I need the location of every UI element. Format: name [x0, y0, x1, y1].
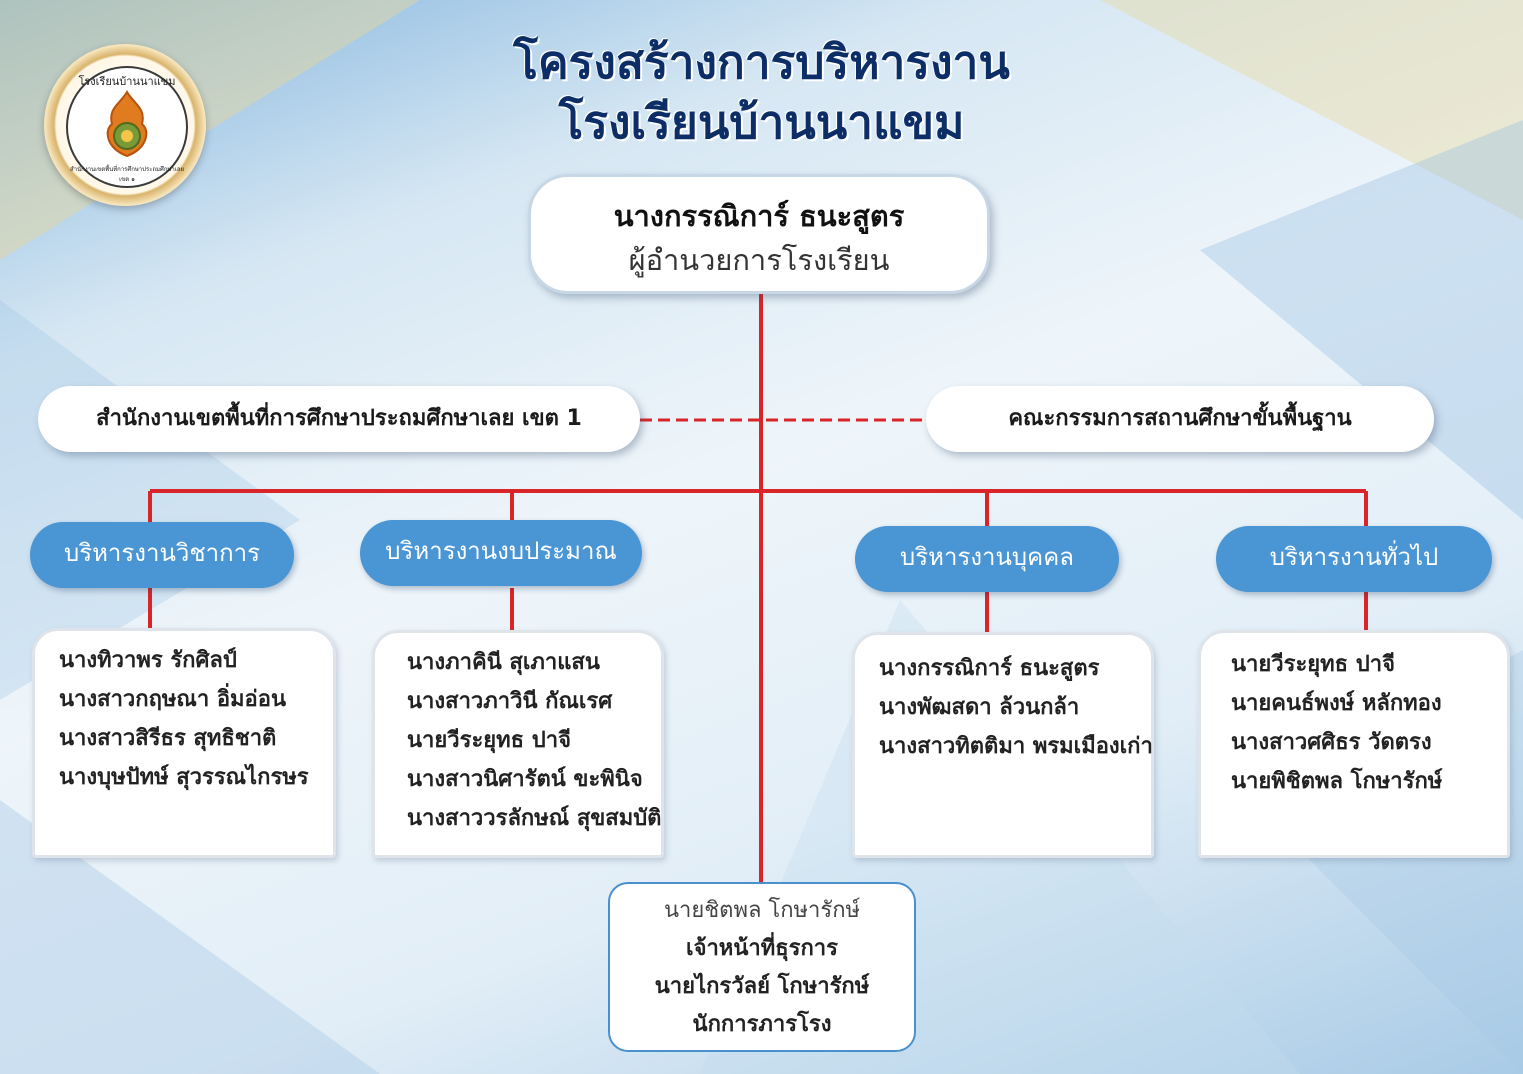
staff-name-1: นายชิตพล โกษารักษ์ — [663, 898, 861, 923]
list-item: นางทิวาพร รักศิลป์ — [59, 648, 237, 673]
dept-personnel: บริหารงานบุคคล — [855, 526, 1119, 592]
page-title-line1: โครงสร้างการบริหารงาน — [513, 35, 1010, 89]
director-name: นางกรรณิการ์ ธนะสูตร — [613, 199, 905, 233]
list-item: นางสาวนิศารัตน์ ขะพินิจ — [407, 767, 643, 792]
staff-name-2: นายไกรวัลย์ โกษารักษ์ — [654, 974, 870, 999]
dept-budget: บริหารงานงบประมาณ — [360, 520, 642, 586]
list-item: นางสาวศศิธร วัดตรง — [1231, 730, 1432, 755]
logo-emblem: โรงเรียนบ้านนาแขม สำนักงานเขตพื้นที่การศ… — [66, 66, 188, 188]
staff-role-1: เจ้าหน้าที่ธุรการ — [686, 936, 838, 961]
page-title-line2: โรงเรียนบ้านนาแขม — [558, 95, 965, 149]
flame-emblem-icon — [106, 90, 148, 158]
members-academic: นางทิวาพร รักศิลป์ นางสาวกฤษณา อิ่มอ่อน … — [32, 628, 336, 858]
list-item: นายวีระยุทธ ปาจี — [407, 728, 571, 753]
dept-general: บริหารงานทั่วไป — [1216, 526, 1492, 592]
list-item: นางบุษปัทษ์ สุวรรณไกรษร — [59, 765, 309, 790]
dept-academic: บริหารงานวิชาการ — [30, 522, 294, 588]
list-item: นางสาวภาวินี กัณเรศ — [407, 689, 613, 714]
list-item: นางสาววรลักษณ์ สุขสมบัติ — [407, 806, 662, 831]
list-item: นายพิชิตพล โกษารักษ์ — [1231, 769, 1443, 794]
director-box: นางกรรณิการ์ ธนะสูตร ผู้อำนวยการโรงเรียน — [528, 174, 990, 294]
list-item: นางสาวสิรีธร สุทธิชาติ — [59, 726, 277, 751]
director-role: ผู้อำนวยการโรงเรียน — [628, 243, 890, 277]
list-item: นายวีระยุทธ ปาจี — [1231, 652, 1395, 677]
staff-role-2: นักการภารโรง — [692, 1012, 832, 1037]
list-item: นางกรรณิการ์ ธนะสูตร — [879, 656, 1100, 681]
support-staff-box: นายชิตพล โกษารักษ์ เจ้าหน้าที่ธุรการ นาย… — [608, 882, 916, 1052]
list-item: นางพัฒสดา ล้วนกล้า — [879, 695, 1080, 720]
list-item: นางสาวทิตติมา พรมเมืองเก่า — [879, 734, 1153, 759]
members-budget: นางภาคินี สุเภาแสน นางสาวภาวินี กัณเรศ น… — [372, 630, 664, 858]
school-logo: โรงเรียนบ้านนาแขม สำนักงานเขตพื้นที่การศ… — [44, 44, 206, 206]
list-item: นางสาวกฤษณา อิ่มอ่อน — [59, 687, 287, 712]
logo-bottom-text: สำนักงานเขตพื้นที่การศึกษาประถมศึกษาเลย … — [69, 166, 185, 183]
list-item: นายคนธ์พงษ์ หลักทอง — [1231, 691, 1442, 716]
members-personnel: นางกรรณิการ์ ธนะสูตร นางพัฒสดา ล้วนกล้า … — [852, 632, 1154, 858]
list-item: นางภาคินี สุเภาแสน — [407, 650, 600, 675]
members-general: นายวีระยุทธ ปาจี นายคนธ์พงษ์ หลักทอง นาง… — [1198, 630, 1510, 858]
left-org-box: สำนักงานเขตพื้นที่การศึกษาประถมศึกษาเลย … — [38, 386, 640, 452]
right-org-box: คณะกรรมการสถานศึกษาขั้นพื้นฐาน — [926, 386, 1434, 452]
logo-top-text: โรงเรียนบ้านนาแขม — [78, 75, 176, 88]
